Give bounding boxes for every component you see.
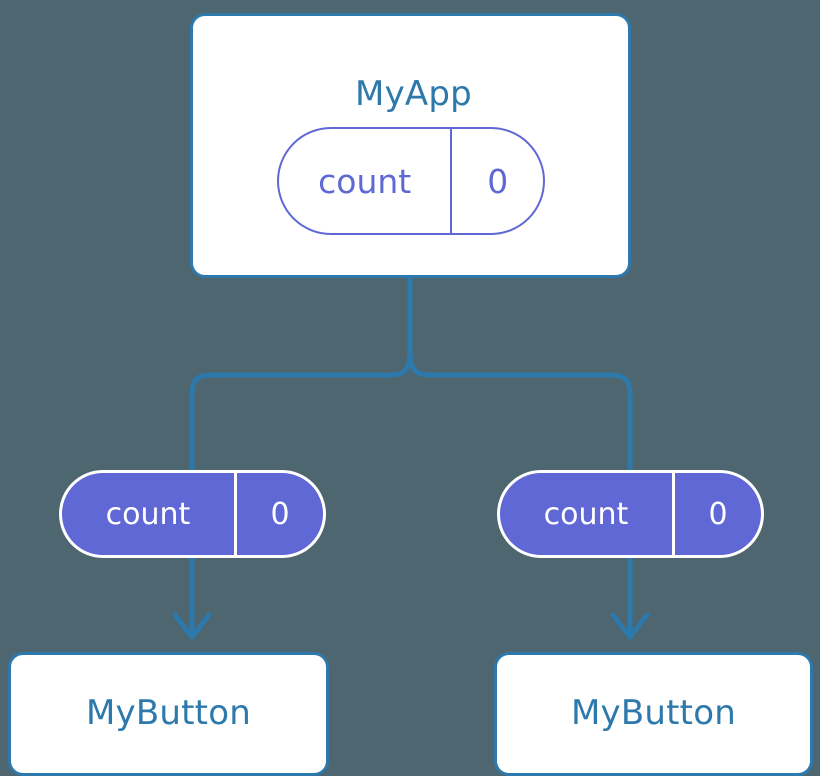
props-pill-right-key: count [500,473,675,555]
component-box-mybutton-right[interactable]: MyButton [494,652,813,776]
state-pill-myapp[interactable]: count 0 [277,127,545,235]
branch-left [189,347,413,470]
component-title-myapp: MyApp [355,74,472,114]
props-pill-right[interactable]: count 0 [497,470,764,558]
props-pill-left-key: count [62,473,237,555]
props-pill-left[interactable]: count 0 [59,470,326,558]
arrow-head-right-icon [610,612,650,640]
component-box-mybutton-left[interactable]: MyButton [8,652,329,776]
props-pill-right-value: 0 [708,496,728,532]
state-pill-key: count [279,129,453,233]
arrow-head-left-icon [172,612,212,640]
component-title-mybutton-right: MyButton [571,693,736,733]
component-title-mybutton-left: MyButton [86,693,251,733]
branch-right [407,347,633,470]
state-pill-value: 0 [487,161,509,201]
props-pill-left-value: 0 [270,496,290,532]
